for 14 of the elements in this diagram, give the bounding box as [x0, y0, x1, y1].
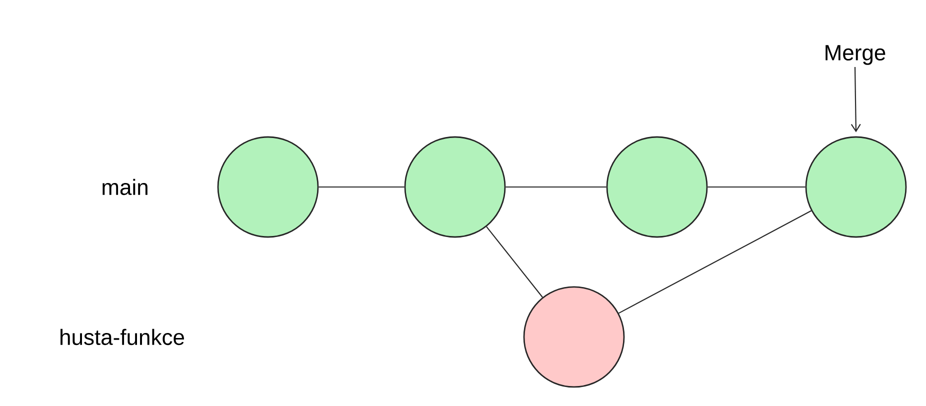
- arrow: [850, 67, 861, 132]
- commit-circle: [805, 136, 907, 238]
- commit-circle: [217, 136, 319, 238]
- branch-label: main: [102, 178, 148, 196]
- commit-circle: [404, 136, 506, 238]
- connector-line: [708, 186, 806, 188]
- merge-label: Merge: [826, 45, 886, 65]
- connector-line: [506, 186, 606, 188]
- commit-circle: [523, 286, 625, 388]
- connector-line: [618, 210, 812, 314]
- branch-label: husta-funkce: [60, 328, 184, 346]
- connector-line: [318, 186, 404, 188]
- commit-circle: [606, 136, 708, 238]
- connector-line: [486, 226, 543, 298]
